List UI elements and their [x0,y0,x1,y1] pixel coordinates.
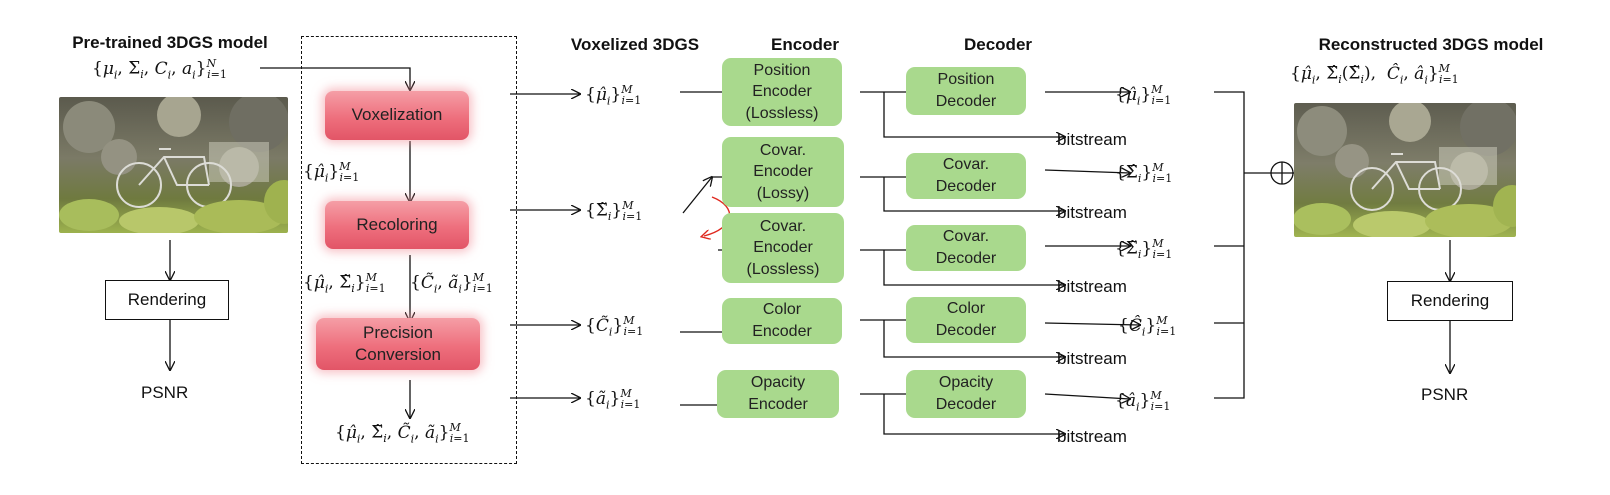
bitstream-label-opacity: bitstream [1057,427,1127,446]
vox-opacity-label: {ãi}Mi=1 [585,387,641,412]
rendering-box-left: Rendering [105,280,229,320]
covar-lossy-line3: (Lossy) [756,184,810,202]
psnr-label-left: PSNR [141,383,189,402]
vox-covariance-label: {Σ̃i}Mi=1 [585,199,643,224]
color-decoder-box: Color Decoder [906,297,1026,343]
recon-position-label: {μ̂i}Mi=1 [1115,83,1172,108]
pretrained-render-image [59,97,288,233]
covar-encoder-lossy-box: Covar. Encoder (Lossy) [722,137,844,207]
covar-decoder-1-line1: Covar. [942,156,990,174]
encoder-header: Encoder [770,35,840,54]
position-encoder-line2: Encoder [752,83,812,101]
recoloring-box: Recoloring [325,201,469,249]
position-encoder-box: Position Encoder (Lossless) [722,58,842,126]
position-encoder-line3: (Lossless) [745,104,819,122]
color-encoder-box: Color Encoder [722,298,842,344]
color-decoder-line2: Decoder [935,322,997,339]
opacity-encoder-line2: Encoder [748,396,808,413]
color-decoder-line1: Color [946,300,986,318]
position-decoder-line1: Position [937,71,995,89]
position-decoder-line2: Decoder [935,93,997,110]
color-opacity-label: {C̃i, ãi}Mi=1 [410,271,493,296]
bitstream-label-position: bitstream [1057,130,1127,149]
precision-line1: Precision [363,322,433,342]
covar-lossless-line2: Encoder [753,239,813,257]
precision-conversion-box: Precision Conversion [316,318,480,370]
precision-line2: Conversion [355,345,441,364]
opacity-decoder-line1: Opacity [938,374,994,392]
color-encoder-line2: Encoder [752,323,812,340]
recon-opacity-label: {âi}Mi=1 [1115,389,1171,414]
covar-decoder-1-line2: Decoder [935,178,997,195]
pos-covar-label: {μ̂i, Σ̃i}Mi=1 [303,271,386,296]
vox-position-label: {μ̂i}Mi=1 [585,83,642,108]
bitstream-label-covar-lossless: bitstream [1057,277,1127,296]
voxelization-box: Voxelization [325,91,469,140]
decoder-header: Decoder [963,35,1033,54]
covar-lossy-line1: Covar. [759,141,807,159]
voxel-positions-label: {μ̂i}Mi=1 [303,160,360,185]
color-encoder-line1: Color [762,301,802,319]
covar-decoder-2-box: Covar. Decoder [906,225,1026,271]
recon-color-label: {Ĉi}Mi=1 [1118,314,1177,339]
covar-encoder-lossless-box: Covar. Encoder (Lossless) [722,213,844,283]
bitstream-label-color: bitstream [1057,349,1127,368]
covar-decoder-2-line2: Decoder [935,250,997,267]
covar-decoder-2-line1: Covar. [942,228,990,246]
recon-covar-lossless-label: {Σ̃i}Mi=1 [1115,237,1173,262]
preprocess-group [301,36,517,464]
pretrained-header: Pre-trained 3DGS model [72,33,268,52]
position-decoder-box: Position Decoder [906,67,1026,115]
reconstructed-header: Reconstructed 3DGS model [1318,35,1544,54]
covar-decoder-1-box: Covar. Decoder [906,153,1026,199]
position-encoder-line1: Position [753,61,811,79]
rendering-box-right: Rendering [1387,281,1513,321]
opacity-decoder-line2: Decoder [935,396,997,413]
voxelized-attributes-label: {μ̂i, Σ̃i, C̃i, ãi}Mi=1 [335,421,470,446]
bitstream-label-covar-lossy: bitstream [1057,203,1127,222]
psnr-label-right: PSNR [1421,385,1469,404]
input-gaussians-label: {μi, Σi, Ci, ai}Ni=1 [92,57,227,82]
vox-color-label: {C̃i}Mi=1 [585,314,644,339]
recon-covar-lossy-label: {Σ̂i}Mi=1 [1115,161,1173,186]
covar-lossless-line1: Covar. [759,217,807,235]
covar-lossy-line2: Encoder [753,163,813,181]
voxelized-header: Voxelized 3DGS [570,35,700,54]
reconstructed-gaussians-label: {μ̂i, Σ̂i(Σ̃i), Ĉi, âi}Mi=1 [1290,62,1459,87]
covar-lossless-line3: (Lossless) [746,260,820,278]
reconstructed-render-image [1294,103,1516,237]
opacity-decoder-box: Opacity Decoder [906,370,1026,418]
opacity-encoder-box: Opacity Encoder [717,370,839,418]
opacity-encoder-line1: Opacity [750,374,806,392]
